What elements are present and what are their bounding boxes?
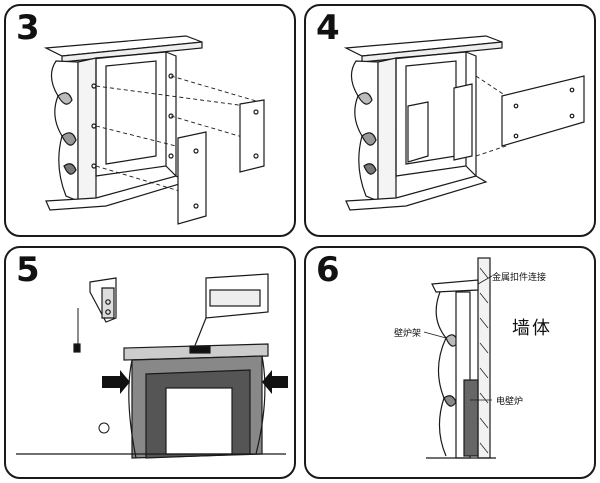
panel-step-5: 5 bbox=[4, 246, 296, 479]
installation-side-view bbox=[423, 257, 496, 459]
step-number-6: 6 bbox=[316, 250, 340, 290]
panel-step-6: 6 金属扣件连接 墙体 bbox=[304, 246, 596, 479]
arrow-left-icon bbox=[262, 370, 288, 394]
panel-step-3: 3 bbox=[4, 4, 296, 237]
step-number-4: 4 bbox=[316, 8, 340, 48]
label-electric-fireplace: 电壁炉 bbox=[496, 397, 524, 407]
assembly-illustration-step-4 bbox=[343, 35, 585, 211]
assembly-illustration-step-3 bbox=[43, 35, 265, 225]
step-number-3: 3 bbox=[16, 8, 40, 48]
panel-step-4: 4 bbox=[304, 4, 596, 237]
label-fireplace-frame: 壁炉架 bbox=[394, 329, 422, 339]
arrow-right-icon bbox=[102, 370, 130, 394]
label-bracket-connection: 金属扣件连接 bbox=[492, 273, 547, 283]
label-wall: 墙体 bbox=[512, 318, 552, 339]
assembly-illustration-step-5 bbox=[16, 273, 288, 459]
step-number-5: 5 bbox=[16, 250, 40, 290]
